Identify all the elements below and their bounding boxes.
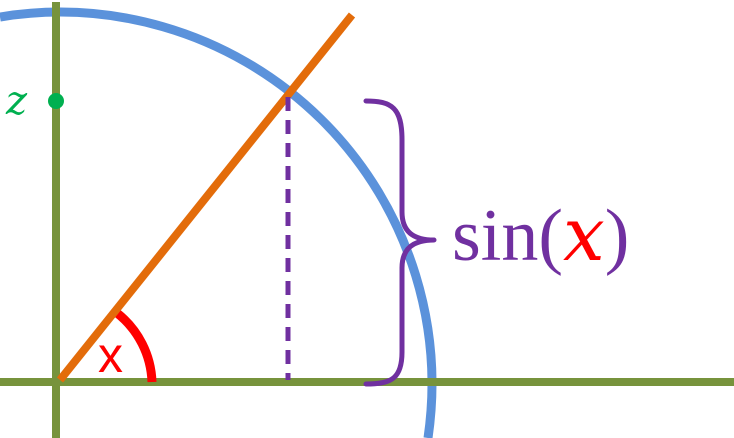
point-z-dot — [48, 93, 64, 109]
sin-open-paren: ( — [538, 195, 563, 277]
unit-circle-arc — [0, 7, 437, 438]
angle-x-label: x — [98, 327, 123, 383]
sin-function-text: sin — [452, 195, 538, 277]
point-z-label: z — [5, 78, 28, 124]
sin-argument-x: x — [563, 192, 605, 278]
angle-arc — [114, 309, 157, 383]
sin-close-paren: ) — [605, 195, 630, 277]
sine-brace — [363, 98, 437, 387]
sin-x-label: sin(x) — [452, 192, 629, 278]
radius-ray — [56, 12, 356, 383]
